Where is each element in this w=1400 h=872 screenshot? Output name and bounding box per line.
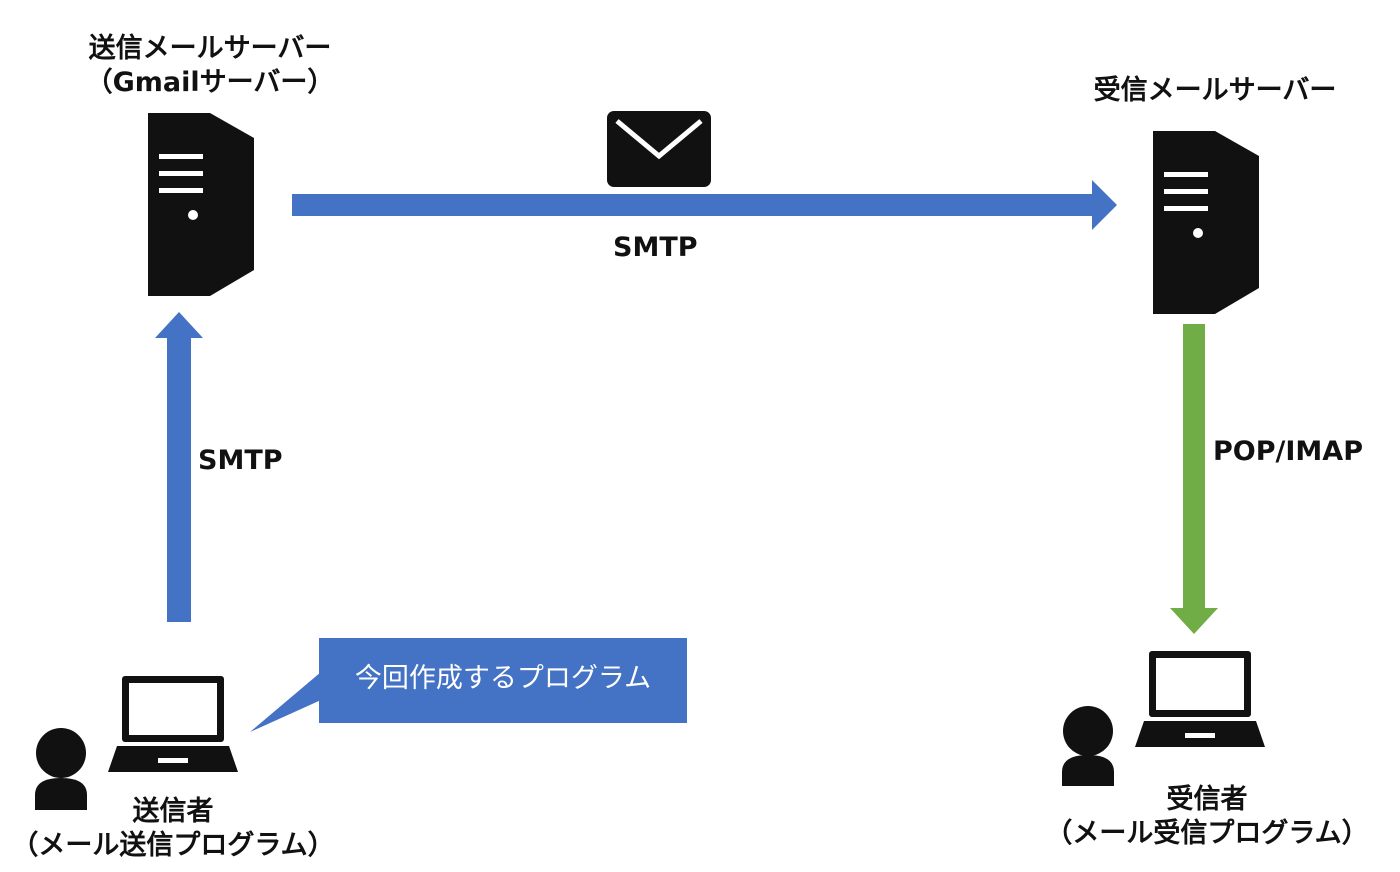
sender-label-line1: 送信者 [132, 796, 214, 827]
callout-box: 今回作成するプログラム [319, 638, 687, 723]
receiver-label-line2: （メール受信プログラム） [1045, 818, 1369, 849]
callout-pointer [250, 672, 321, 732]
envelope-icon [607, 111, 711, 187]
smtp-label-left: SMTP [198, 445, 283, 476]
sender-label-line2: （メール送信プログラム） [11, 830, 335, 861]
sender-laptop-icon [108, 676, 238, 772]
receiver-person-icon [1062, 706, 1114, 786]
sender-person-icon [35, 728, 87, 810]
pop-imap-label: POP/IMAP [1213, 436, 1363, 467]
receiver-label-line1: 受信者 [1166, 784, 1248, 815]
pop-imap-arrow [1170, 324, 1218, 634]
smtp-label-top: SMTP [613, 232, 698, 263]
sending-server-label-line1: 送信メールサーバー [88, 33, 332, 64]
sending-server-label: 送信メールサーバー （Gmailサーバー） [40, 32, 380, 100]
smtp-arrow-horizontal [292, 180, 1117, 230]
sender-label: 送信者 （メール送信プログラム） [0, 795, 346, 863]
smtp-arrow-vertical [155, 312, 203, 622]
callout-text: 今回作成するプログラム [354, 663, 652, 694]
sending-server-icon [148, 113, 254, 296]
receiving-server-icon [1153, 131, 1259, 314]
receiving-server-label: 受信メールサーバー [1093, 75, 1337, 106]
receiver-label: 受信者 （メール受信プログラム） [1034, 783, 1380, 851]
sending-server-label-line2: （Gmailサーバー） [85, 67, 335, 98]
receiver-laptop-icon [1135, 651, 1265, 747]
